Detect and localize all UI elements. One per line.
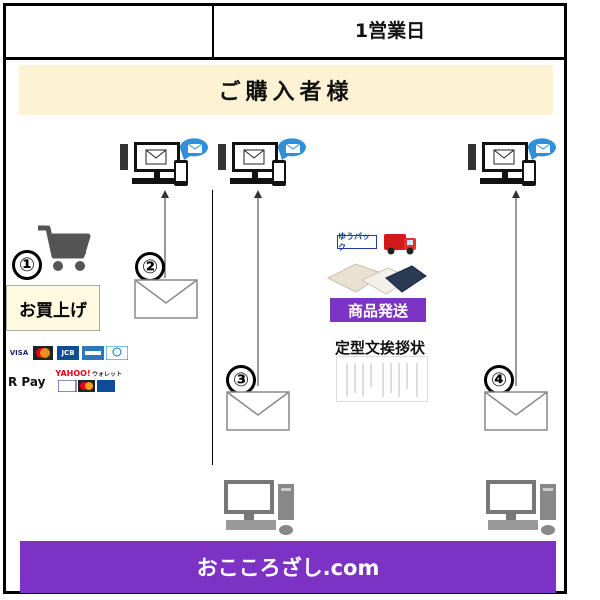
visa-logo: VISA — [9, 349, 29, 357]
mastercard-logo — [33, 346, 53, 360]
header-divider — [212, 3, 214, 60]
yahoo-wallet-label: ウォレット — [91, 370, 122, 378]
amex-logo — [82, 346, 104, 360]
greeting-letter-title: 定型文挨拶状 — [334, 339, 425, 357]
step-2-badge: ② — [135, 252, 165, 282]
customer-pc-icon-2 — [218, 138, 306, 186]
day-divider-line — [212, 190, 213, 465]
header-row — [3, 3, 567, 60]
diners-logo — [106, 346, 128, 360]
greeting-letter-image — [336, 356, 428, 402]
shop-footer-band: おこころざし.com — [20, 541, 556, 593]
shop-pc-icon-2 — [486, 480, 556, 535]
customer-pc-icon-3 — [468, 138, 556, 186]
arrow-2 — [161, 190, 169, 278]
step-1-badge: ① — [12, 250, 42, 280]
delivery-truck-icon — [384, 234, 416, 255]
yahoo-wallet-cards — [58, 380, 115, 392]
jcb-logo: JCB — [57, 346, 79, 360]
mail-envelope-icon-2 — [134, 279, 198, 319]
mail-envelope-icon-3 — [226, 391, 290, 431]
shopping-cart-icon — [38, 225, 91, 271]
customer-band: ご購入者様 — [19, 65, 553, 115]
arrow-3 — [254, 190, 262, 386]
mail-envelope-icon-4 — [484, 391, 548, 431]
shop-pc-icon-1 — [224, 480, 294, 535]
purchase-box: お買上げ — [6, 285, 100, 331]
yupack-logo: ゆうパック — [337, 232, 377, 252]
rpay-logo: R Pay — [8, 375, 46, 389]
deadline-label: 1営業日 — [354, 20, 426, 42]
yahoo-logo: YAHOO! — [55, 368, 91, 378]
arrow-4 — [512, 190, 520, 386]
gift-packages-icon — [326, 263, 427, 295]
shipping-label: 商品発送 — [330, 298, 426, 322]
customer-pc-icon-1 — [120, 138, 208, 186]
